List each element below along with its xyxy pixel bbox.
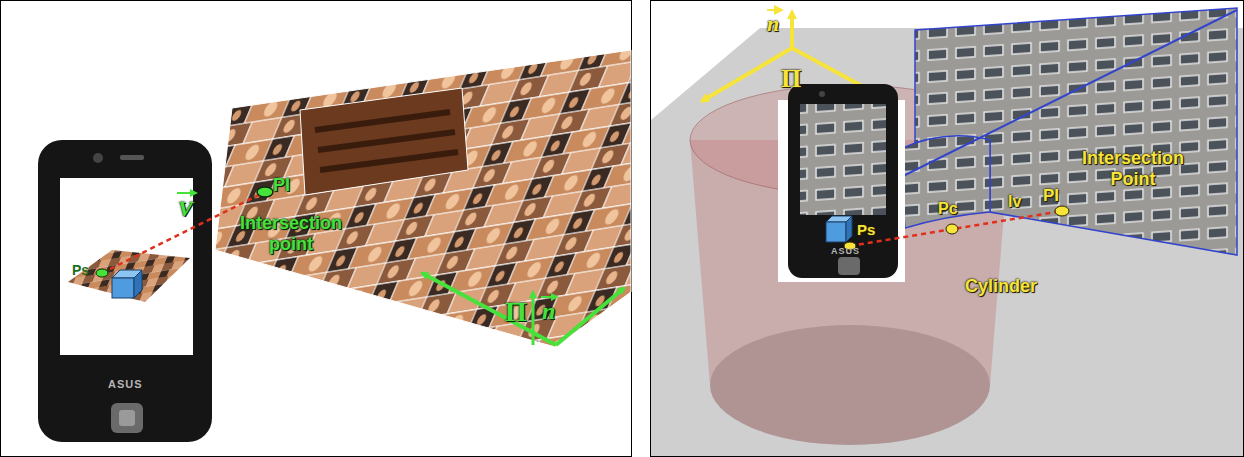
point-caption: Intersection point (232, 213, 350, 254)
phone-dpad (111, 403, 143, 433)
phone-body (38, 140, 212, 442)
normal-label: n (542, 298, 555, 326)
phone-dpad (119, 410, 135, 426)
point-label: Ps (72, 262, 89, 278)
plane-label: Π (505, 296, 527, 328)
photo (915, 8, 1237, 255)
mini-collage (68, 250, 190, 302)
vector-mark (767, 9, 781, 11)
grill-photo (300, 88, 468, 195)
point-label: PI (1043, 186, 1059, 206)
cube (134, 270, 142, 298)
phone-camera (819, 91, 825, 97)
projected-photo (898, 136, 990, 228)
axis-arrow (556, 288, 624, 345)
point-dot (257, 187, 273, 197)
grill-stripes (315, 112, 458, 170)
normal-arrow (790, 12, 794, 48)
brand-mark: ASUS (831, 246, 860, 256)
photo-collage-plane (215, 50, 631, 347)
phone-screen (60, 178, 193, 355)
phone-speaker (120, 155, 144, 160)
vector-label: lv (1008, 193, 1021, 211)
point-dot (946, 224, 958, 234)
axis-arrow (422, 273, 556, 345)
phone (778, 84, 905, 282)
cylinder (690, 85, 1010, 445)
normal-arrow (532, 292, 535, 345)
cube (846, 216, 852, 242)
point-label: Ps (857, 221, 875, 238)
point-label: Pc (938, 200, 958, 218)
vector-mark (541, 296, 557, 298)
phone-screen (800, 104, 886, 215)
normal-label: n (767, 11, 779, 36)
point-dot (1055, 206, 1069, 216)
panel-frame (1, 1, 632, 457)
cube (112, 278, 134, 298)
building-photo (875, 8, 1237, 255)
projection-line (875, 10, 1237, 190)
plane-axes (422, 273, 624, 345)
brand-mark: ASUS (108, 378, 143, 391)
panel-frame (651, 1, 1244, 457)
point-dot (96, 269, 108, 277)
axis-arrow (702, 48, 792, 101)
point-label: PI (273, 175, 290, 196)
phone-body (788, 84, 898, 278)
region-label: Cylinder (965, 276, 1037, 297)
point-caption: Intersection Point (1072, 148, 1194, 189)
phone (38, 140, 212, 442)
phone-dpad (838, 257, 860, 275)
cube (826, 222, 846, 242)
vector-mark (177, 192, 196, 194)
plane-label: Π (781, 64, 801, 94)
vector-label: V (178, 196, 193, 221)
phone-screen (800, 104, 886, 215)
phone-camera (93, 153, 103, 163)
collage (215, 50, 631, 347)
